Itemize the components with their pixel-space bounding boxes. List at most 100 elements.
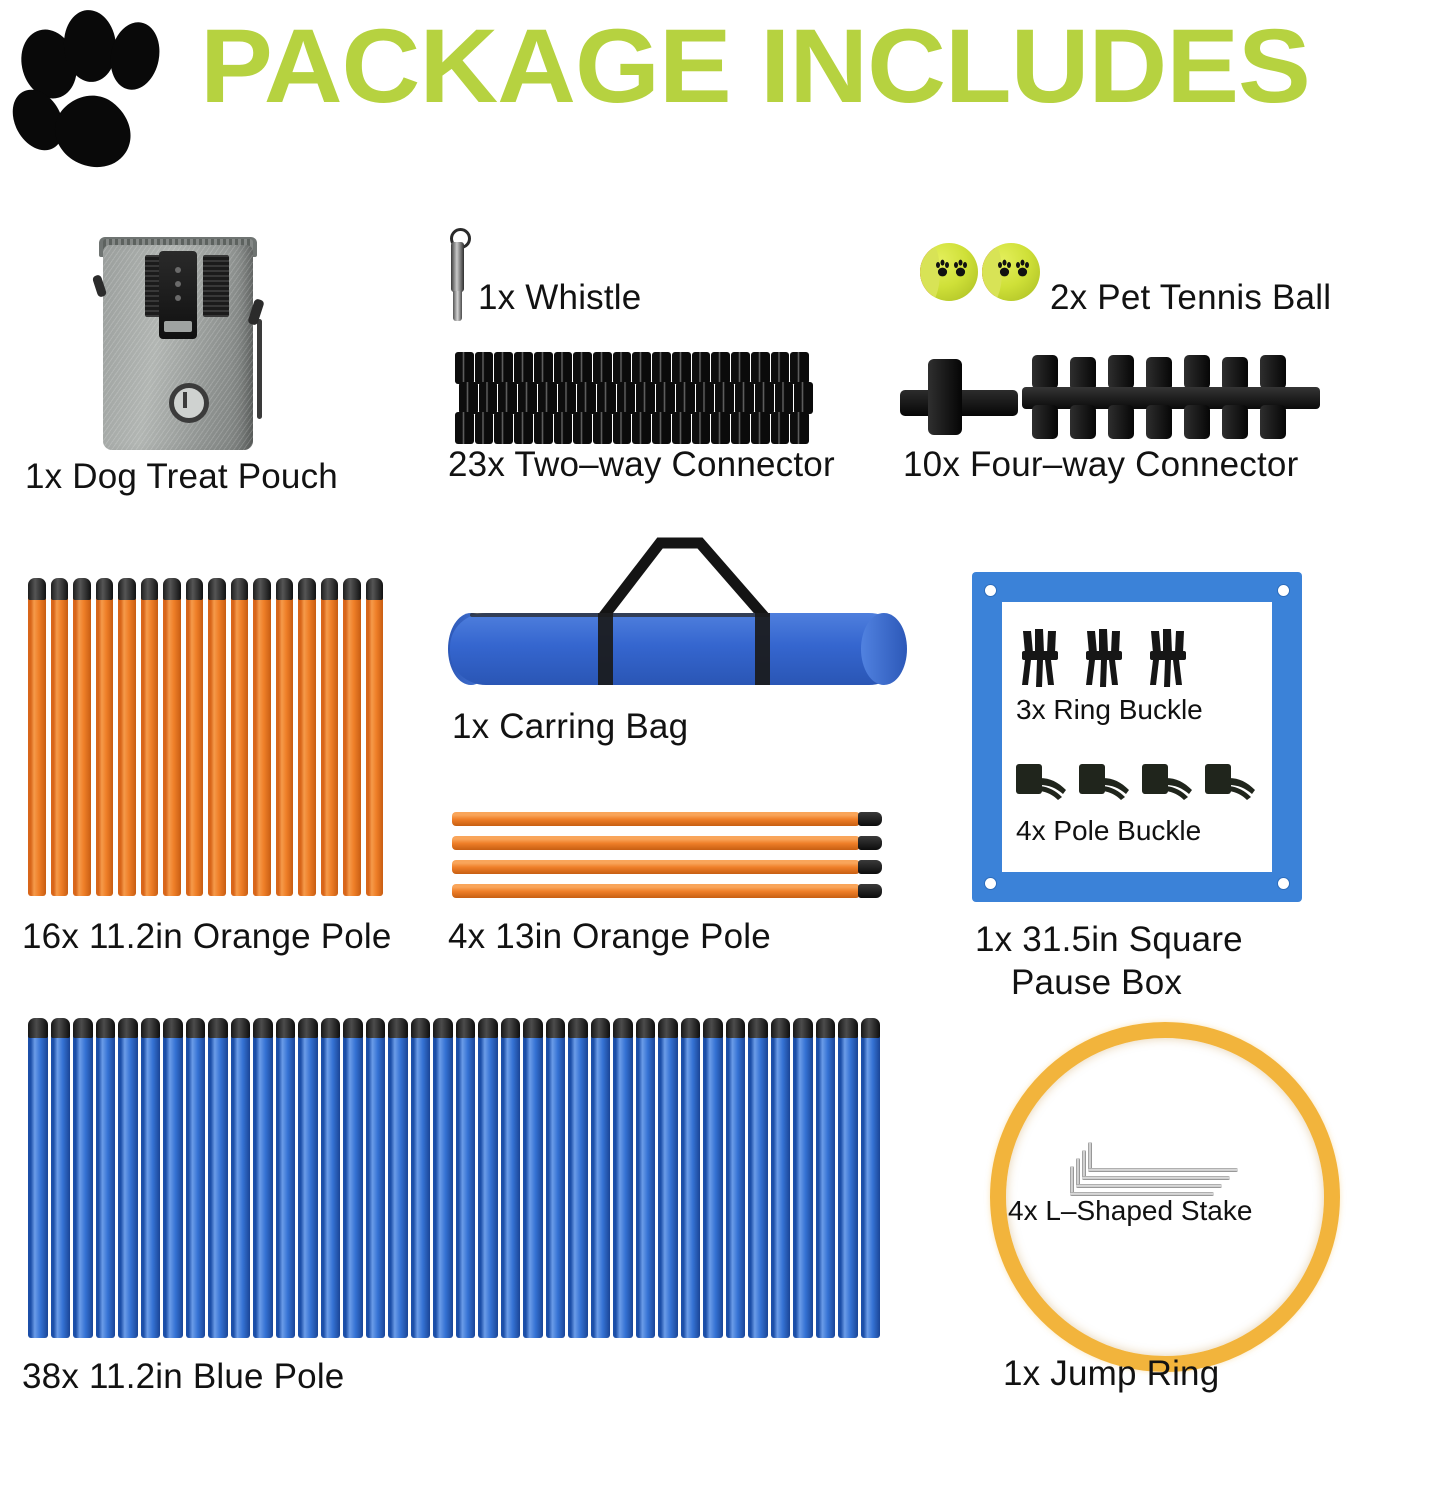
orange-pole-13 <box>452 884 882 898</box>
grommet-bottom-left <box>985 878 996 889</box>
blue-pole <box>523 1018 543 1338</box>
blue-pole <box>253 1018 273 1338</box>
bag-strap-band-right <box>755 613 770 685</box>
pause-box-inner-panel <box>1002 602 1272 872</box>
pause-box-caption-line1: 1x 31.5in Square <box>975 920 1243 959</box>
ring-buckle-icon <box>1017 627 1192 689</box>
whistle-body <box>451 242 464 292</box>
whistle-icon <box>443 228 471 328</box>
blue-pole <box>635 1018 655 1338</box>
pause-box-caption-line2: Pause Box <box>1011 963 1183 1002</box>
orange-pole-13 <box>452 836 882 850</box>
orange-pole-icon <box>28 578 388 896</box>
pouch-zipper-line <box>257 319 262 419</box>
blue-pole <box>658 1018 678 1338</box>
orange-pole <box>298 578 316 896</box>
orange-pole <box>95 578 113 896</box>
pouch-strap-right <box>203 255 229 317</box>
blue-pole <box>725 1018 745 1338</box>
ring-buckle <box>1086 629 1122 687</box>
item-caption-pole-buckle: 4x Pole Buckle <box>1016 815 1202 846</box>
orange-pole <box>208 578 226 896</box>
item-caption-orange-pole-13: 4x 13in Orange Pole <box>448 917 771 956</box>
page-title: PACKAGE INCLUDES <box>200 8 1311 125</box>
orange-pole <box>320 578 338 896</box>
connector-row <box>455 412 810 444</box>
item-caption-dog-treat-pouch: 1x Dog Treat Pouch <box>25 457 338 496</box>
orange-pole <box>163 578 181 896</box>
pouch-belt-clip <box>159 251 197 339</box>
orange-pole <box>230 578 248 896</box>
grommet-top-left <box>985 585 996 596</box>
blue-pole <box>365 1018 385 1338</box>
blue-pole <box>410 1018 430 1338</box>
item-caption-four-way-connector: 10x Four–way Connector <box>903 445 1299 484</box>
bag-zipper <box>470 613 770 617</box>
pole-buckle <box>1142 764 1192 800</box>
pouch-grommet-ring <box>169 383 209 423</box>
orange-pole <box>365 578 383 896</box>
blue-pole <box>838 1018 858 1338</box>
blue-pole-icon <box>28 1018 883 1338</box>
blue-pole <box>500 1018 520 1338</box>
blue-pole <box>815 1018 835 1338</box>
orange-pole <box>118 578 136 896</box>
bag-end-right <box>861 613 907 685</box>
blue-pole <box>298 1018 318 1338</box>
orange-pole-13-icon <box>452 812 882 898</box>
blue-pole <box>50 1018 70 1338</box>
blue-pole <box>545 1018 565 1338</box>
blue-pole <box>568 1018 588 1338</box>
ring-buckle <box>1150 629 1186 687</box>
connector-row <box>459 382 814 414</box>
blue-pole <box>230 1018 250 1338</box>
blue-pole <box>613 1018 633 1338</box>
blue-pole <box>163 1018 183 1338</box>
orange-pole <box>73 578 91 896</box>
pole-buckle <box>1016 764 1066 800</box>
connector-row <box>455 352 810 384</box>
pole-buckle <box>1079 764 1129 800</box>
page-header: PACKAGE INCLUDES <box>0 0 1445 175</box>
orange-pole <box>185 578 203 896</box>
orange-pole <box>275 578 293 896</box>
item-caption-pet-tennis-ball: 2x Pet Tennis Ball <box>1050 278 1332 317</box>
grommet-top-right <box>1278 585 1289 596</box>
blue-pole <box>208 1018 228 1338</box>
item-caption-carring-bag: 1x Carring Bag <box>452 707 689 746</box>
blue-pole <box>73 1018 93 1338</box>
orange-pole-13 <box>452 812 882 826</box>
blue-pole <box>118 1018 138 1338</box>
four-way-connector-single <box>900 359 1018 435</box>
paw-print-icon <box>8 8 188 168</box>
treat-pouch-icon <box>85 215 280 455</box>
blue-pole <box>95 1018 115 1338</box>
orange-pole-13 <box>452 860 882 874</box>
blue-pole <box>275 1018 295 1338</box>
bag-body <box>450 613 905 685</box>
blue-pole <box>28 1018 48 1338</box>
pole-buckle <box>1205 764 1255 800</box>
carry-bag-icon <box>448 525 907 685</box>
whistle-mouthpiece <box>453 291 462 321</box>
orange-pole <box>140 578 158 896</box>
orange-pole <box>28 578 46 896</box>
orange-pole <box>253 578 271 896</box>
blue-pole <box>320 1018 340 1338</box>
bag-strap-band-left <box>598 613 613 685</box>
two-way-connector-icon <box>455 352 813 444</box>
blue-pole <box>680 1018 700 1338</box>
blue-pole <box>770 1018 790 1338</box>
item-caption-ring-buckle: 3x Ring Buckle <box>1016 694 1203 725</box>
blue-pole <box>478 1018 498 1338</box>
blue-pole <box>860 1018 880 1338</box>
tennis-ball <box>920 243 978 301</box>
pause-box-icon: 3x Ring Buckle 4x Pole Buckle <box>972 572 1302 902</box>
orange-pole <box>343 578 361 896</box>
orange-pole <box>50 578 68 896</box>
item-caption-jump-ring: 1x Jump Ring <box>1003 1354 1220 1393</box>
blue-pole <box>590 1018 610 1338</box>
four-way-connector-bank <box>1022 355 1320 440</box>
grommet-bottom-right <box>1278 878 1289 889</box>
item-caption-orange-pole-11: 16x 11.2in Orange Pole <box>22 917 392 956</box>
